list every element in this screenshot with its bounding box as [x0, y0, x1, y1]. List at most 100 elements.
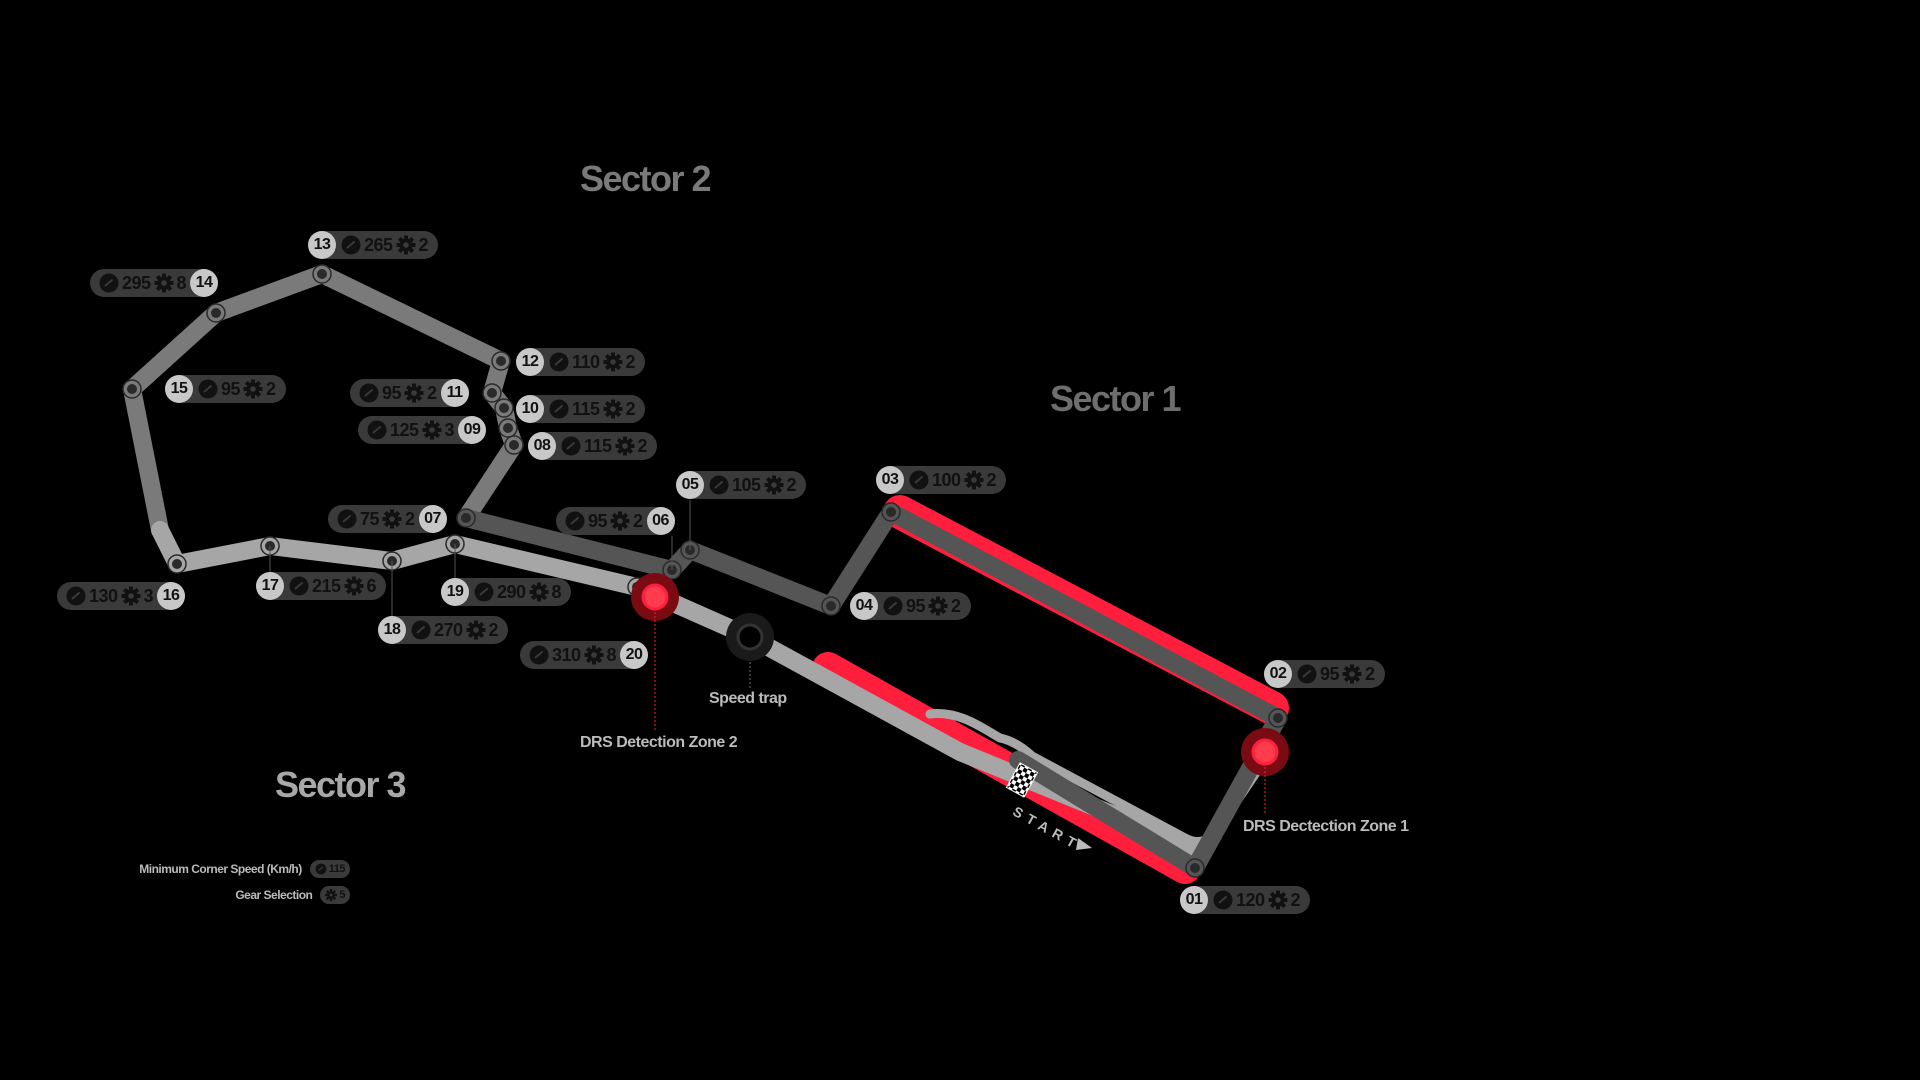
gear-icon	[243, 379, 263, 399]
corner-callout-08: 08 115 2	[528, 432, 658, 460]
gear-icon	[382, 509, 402, 529]
corner-min-speed: 125	[390, 419, 419, 440]
gear-icon	[396, 235, 416, 255]
corner-number: 18	[378, 616, 406, 644]
corner-node-10	[494, 398, 514, 418]
corner-number: 09	[458, 416, 487, 444]
speedometer-icon	[565, 511, 585, 531]
corner-callout-17: 17 215 6	[256, 572, 387, 600]
gear-icon	[325, 889, 338, 901]
gear-icon	[764, 475, 784, 495]
speedometer-icon	[99, 273, 119, 293]
speedometer-icon	[909, 470, 929, 490]
corner-min-speed: 120	[1236, 889, 1265, 910]
corner-node-15	[122, 379, 142, 399]
gear-icon	[615, 436, 635, 456]
corner-gear: 2	[786, 474, 797, 495]
corner-number: 20	[620, 641, 649, 669]
corner-node-12	[491, 351, 511, 371]
corner-number: 10	[516, 395, 544, 423]
corner-gear: 2	[637, 435, 648, 456]
gear-icon	[1342, 664, 1362, 684]
corner-min-speed: 130	[89, 585, 118, 606]
corner-gear: 6	[366, 575, 377, 596]
speedometer-icon	[474, 582, 494, 602]
corner-gear: 2	[1290, 889, 1301, 910]
legend-gear: Gear Selection 5	[235, 886, 350, 904]
corner-number: 12	[516, 348, 544, 376]
corner-min-speed: 95	[382, 382, 402, 403]
speedometer-icon	[411, 620, 431, 640]
speed-trap-marker	[726, 613, 774, 688]
speedometer-icon	[66, 586, 86, 606]
gear-icon	[610, 511, 630, 531]
legend-gear-pill: 5	[320, 886, 350, 904]
legend-speed: Minimum Corner Speed (Km/h) 115	[139, 860, 350, 878]
gear-icon	[928, 596, 948, 616]
corner-number: 03	[876, 466, 904, 494]
corner-gear: 8	[606, 644, 617, 665]
gear-icon	[344, 576, 364, 596]
gear-icon	[964, 470, 984, 490]
corner-gear: 2	[427, 382, 437, 403]
corner-node-04	[821, 596, 841, 616]
speedometer-icon	[359, 383, 379, 403]
corner-min-speed: 105	[732, 474, 761, 495]
corner-number: 04	[850, 592, 878, 620]
corner-min-speed: 295	[122, 272, 151, 293]
corner-node-02	[1268, 708, 1288, 728]
speed-trap-label: Speed trap	[709, 690, 787, 707]
corner-min-speed: 290	[497, 581, 526, 602]
corner-number: 06	[646, 507, 675, 535]
corner-min-speed: 265	[364, 234, 393, 255]
corner-node-13	[312, 264, 332, 284]
corner-gear: 2	[986, 469, 997, 490]
gear-icon	[603, 399, 623, 419]
drs-detection-point-1	[1241, 728, 1289, 815]
legend-speed-example: 115	[328, 863, 346, 875]
gear-icon	[1268, 890, 1288, 910]
speedometer-icon	[549, 399, 569, 419]
corner-min-speed: 215	[312, 575, 341, 596]
corner-gear: 2	[405, 508, 415, 529]
corner-number: 07	[418, 505, 447, 533]
corner-node-07	[456, 508, 476, 528]
corner-number: 08	[528, 432, 556, 460]
corner-number: 11	[440, 379, 469, 407]
gear-icon	[154, 273, 174, 293]
speedometer-icon	[198, 379, 218, 399]
corner-min-speed: 95	[906, 595, 926, 616]
corner-gear: 2	[266, 378, 276, 399]
corner-gear: 3	[444, 419, 455, 440]
speedometer-icon	[709, 475, 729, 495]
drs-detection-zone-1-label: DRS Dectection Zone 1	[1243, 818, 1409, 835]
corner-min-speed: 115	[584, 435, 612, 456]
corner-number: 17	[256, 572, 284, 600]
speedometer-icon	[341, 235, 361, 255]
legend-gear-example: 5	[339, 889, 345, 901]
corner-gear: 2	[625, 398, 636, 419]
corner-gear: 2	[418, 234, 429, 255]
speedometer-icon	[337, 509, 357, 529]
corner-gear: 2	[488, 619, 499, 640]
corner-node-09	[498, 418, 518, 438]
legend-speed-pill: 115	[309, 860, 350, 878]
corner-min-speed: 270	[434, 619, 463, 640]
corner-number: 02	[1264, 660, 1292, 688]
corner-min-speed: 100	[932, 469, 961, 490]
speedometer-icon	[289, 576, 309, 596]
corner-callout-18: 18 270 2	[378, 616, 509, 644]
legend-speed-label: Minimum Corner Speed (Km/h)	[139, 862, 302, 876]
speedometer-icon	[1213, 890, 1233, 910]
